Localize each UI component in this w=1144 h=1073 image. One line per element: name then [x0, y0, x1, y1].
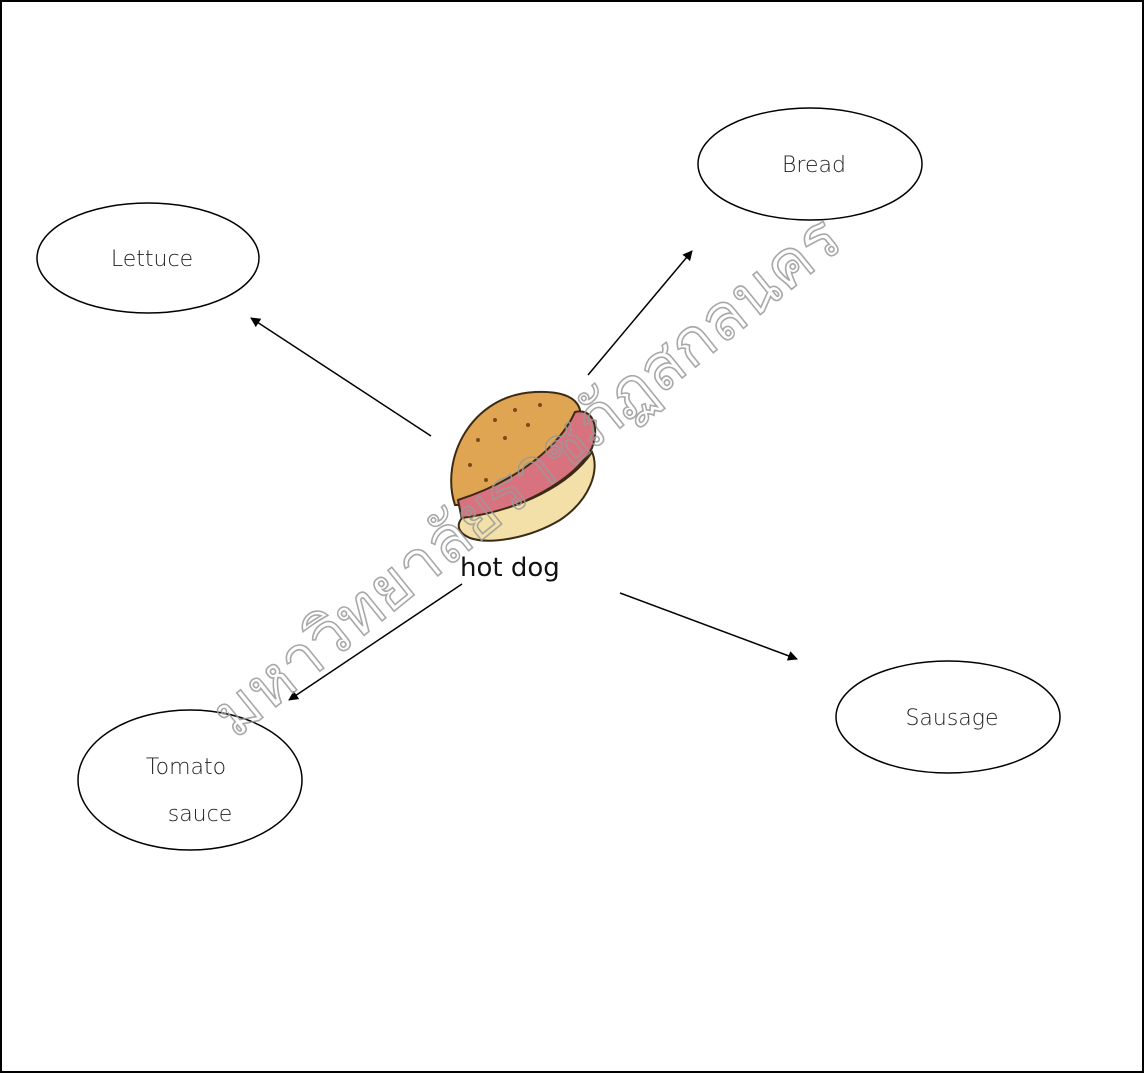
- node-lettuce-label: Lettuce: [111, 247, 193, 272]
- watermark: มหาวิทยาลัยราชภัฏสกลนคร: [198, 200, 857, 753]
- arrow-to-bread: [587, 250, 693, 376]
- arrow-to-tomato-sauce: [288, 583, 463, 701]
- arrow-to-lettuce: [250, 317, 432, 437]
- node-sausage: Sausage: [835, 660, 1061, 774]
- node-sausage-label: Sausage: [905, 706, 998, 731]
- node-tomato-label-line1: Tomato: [146, 755, 226, 780]
- node-bread: Bread: [697, 107, 923, 221]
- arrow-to-sausage: [619, 592, 798, 661]
- watermark-text: มหาวิทยาลัยราชภัฏสกลนคร: [198, 201, 855, 753]
- node-tomato-label-line2: sauce: [168, 802, 233, 827]
- node-bread-label: Bread: [782, 153, 846, 178]
- hot-dog-illustration: hot dog: [433, 387, 614, 605]
- hot-dog-caption: hot dog: [460, 553, 560, 583]
- node-tomato-sauce: Tomato sauce: [77, 709, 303, 851]
- node-lettuce: Lettuce: [36, 202, 260, 314]
